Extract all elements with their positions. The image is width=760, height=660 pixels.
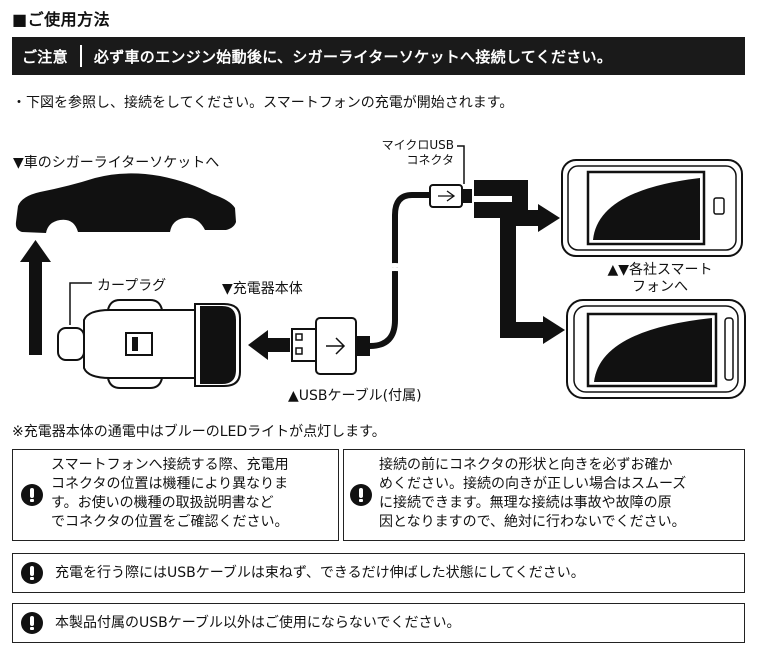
phones-line1: ▲▼各社スマート (607, 262, 713, 278)
arrow-to-top-phone (474, 180, 540, 226)
arrow-to-bottom-phone (474, 202, 545, 338)
car-socket-label: ▼車のシガーライターソケットへ (13, 155, 220, 171)
micro-usb-leader (457, 145, 465, 184)
micro-usb-connector (429, 184, 472, 208)
micro-usb-line1: マイクロUSB (381, 138, 454, 152)
led-note: ※充電器本体の通電中はブルーのLEDライトが点灯します。 (12, 424, 386, 440)
warning-icon (21, 612, 43, 634)
caution-text: 必ず車のエンジン始動後に、シガーライターソケットへ接続してください。 (93, 47, 613, 66)
warning-left-line: スマートフォンへ接続する際、充電用 (51, 457, 289, 473)
micro-usb-line2: コネクタ (406, 153, 454, 167)
up-arrow-shaft (29, 260, 42, 355)
warning-included-text: 本製品付属のUSBケーブル以外はご使用にならないでください。 (55, 615, 461, 631)
usb-cable (369, 192, 442, 349)
left-arrow (248, 330, 290, 360)
charger-body (57, 299, 241, 389)
warning-right-line: 接続の前にコネクタの形状と向きを必ずお確か (379, 457, 673, 473)
warning-left-line: でコネクタの位置をご確認ください。 (51, 514, 289, 530)
warning-icon (21, 484, 43, 506)
banner-divider (79, 45, 82, 67)
car-silhouette (15, 173, 236, 233)
usb-cable-label: ▲USBケーブル(付属) (288, 388, 422, 404)
section-title: ■ご使用方法 (12, 10, 111, 29)
warning-right-line: 因となりますので、絶対に行わないでください。 (379, 514, 686, 530)
charger-label: ▼充電器本体 (222, 281, 303, 297)
car-plug-label: カープラグ (97, 278, 167, 294)
warning-box-cable: 充電を行う際にはUSBケーブルは束ねず、できるだけ伸ばした状態にしてください。 (12, 553, 745, 593)
up-arrow-head (20, 240, 51, 262)
car-plug-leader (69, 282, 92, 325)
warning-left-line: コネクタの位置は機種により異なりま (51, 476, 289, 492)
phones-label: ▲▼各社スマート フォンへ (590, 262, 730, 296)
warning-text-right: 接続の前にコネクタの形状と向きを必ずお確か めください。接続の向きが正しい場合は… (379, 456, 686, 532)
phone-bottom (566, 299, 746, 399)
warning-box-connector-position: スマートフォンへ接続する際、充電用 コネクタの位置は機種により異なりま す。お使… (12, 449, 339, 541)
warning-left-line: す。お使いの機種の取扱説明書など (51, 495, 274, 511)
caution-label: ご注意 (22, 47, 68, 66)
usb-a-plug (291, 317, 370, 375)
warning-cable-text: 充電を行う際にはUSBケーブルは束ねず、できるだけ伸ばした状態にしてください。 (55, 565, 585, 581)
connection-diagram (15, 145, 746, 399)
phone-top (561, 159, 743, 257)
warning-text-left: スマートフォンへ接続する際、充電用 コネクタの位置は機種により異なりま す。お使… (51, 456, 289, 532)
warning-icon (350, 484, 372, 506)
warning-box-included-cable: 本製品付属のUSBケーブル以外はご使用にならないでください。 (12, 603, 745, 643)
warning-box-connector-orientation: 接続の前にコネクタの形状と向きを必ずお確か めください。接続の向きが正しい場合は… (343, 449, 745, 541)
warning-right-line: に接続できます。無理な接続は事故や故障の原 (379, 495, 672, 511)
intro-text: ・下図を参照し、接続をしてください。スマートフォンの充電が開始されます。 (12, 95, 514, 111)
caution-banner: ご注意 必ず車のエンジン始動後に、シガーライターソケットへ接続してください。 (12, 37, 745, 75)
warning-icon (21, 562, 43, 584)
warning-right-line: めください。接続の向きが正しい場合はスムーズ (379, 476, 687, 492)
micro-usb-label: マイクロUSB コネクタ (356, 138, 454, 168)
phones-line2: フォンへ (632, 279, 688, 295)
